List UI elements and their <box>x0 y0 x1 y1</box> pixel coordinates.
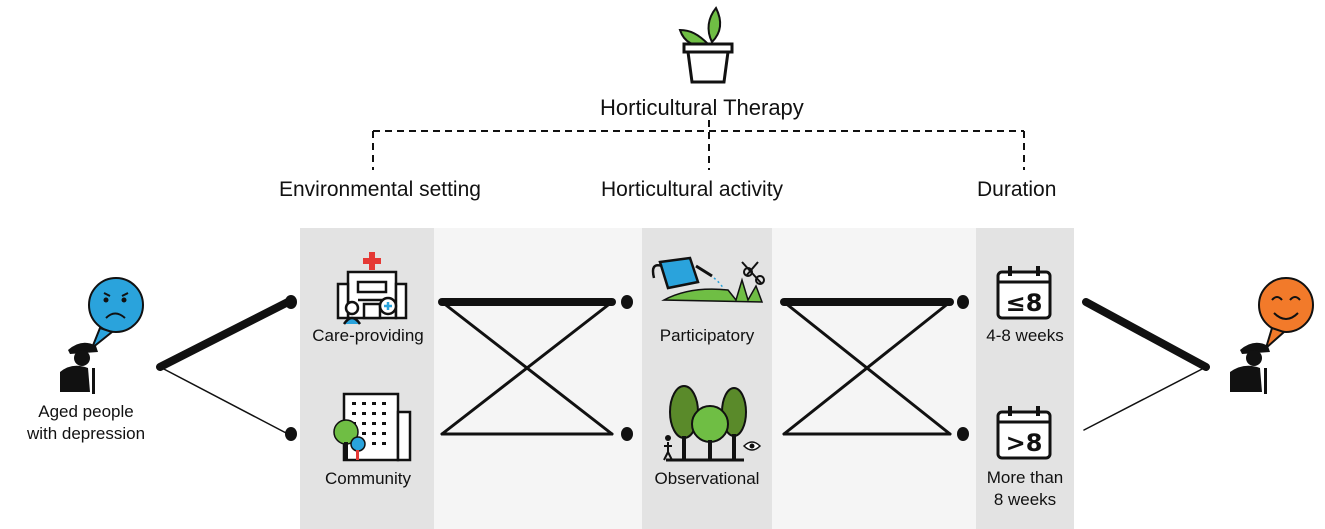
calendar-badge-lower: >8 <box>1006 429 1043 457</box>
dot-care-providing <box>285 295 297 309</box>
node-4-8-weeks: 4-8 weeks <box>986 326 1064 345</box>
node-more-than-8-line1: More than <box>986 468 1064 487</box>
category-environmental: Environmental setting <box>279 178 481 201</box>
calendar-badge-upper: ≤8 <box>1006 289 1043 317</box>
diagram-title: Horticultural Therapy <box>600 95 804 120</box>
calendar-icon: >8 <box>996 406 1052 460</box>
node-care-providing: Care-providing <box>312 326 424 345</box>
dot-observational <box>621 427 633 441</box>
hospital-icon <box>336 252 408 325</box>
dot-participatory <box>621 295 633 309</box>
happy-face-icon <box>1258 277 1314 333</box>
trees-icon <box>663 385 762 462</box>
left-elderly-person <box>60 277 144 394</box>
panel-gap-1 <box>434 228 642 529</box>
node-more-than-8-line2: 8 weeks <box>993 490 1057 509</box>
watering-can-icon <box>651 256 765 303</box>
left-person-label: Aged people with depression <box>6 401 166 445</box>
node-community: Community <box>325 469 411 488</box>
node-observational: Observational <box>654 469 760 488</box>
category-activity: Horticultural activity <box>601 178 784 201</box>
left-person-label-line1: Aged people <box>38 402 134 421</box>
category-duration: Duration <box>977 178 1057 201</box>
plant-pot-icon <box>678 6 734 84</box>
left-person-label-line2: with depression <box>26 424 146 443</box>
node-participatory: Participatory <box>659 326 755 345</box>
elderly-person-icon <box>60 342 98 394</box>
community-building-icon <box>333 392 412 462</box>
hierarchy-dashes <box>372 120 1025 170</box>
edges <box>156 298 1210 436</box>
dot-more-than-8 <box>957 427 969 441</box>
dot-community <box>285 427 297 441</box>
calendar-icon: ≤8 <box>996 266 1052 320</box>
node-more-than-8-weeks: More than 8 weeks <box>976 467 1074 511</box>
node-dots <box>285 295 969 441</box>
panel-gap-2 <box>772 228 976 529</box>
right-elderly-person <box>1230 277 1314 394</box>
elderly-person-icon <box>1230 342 1270 394</box>
dot-4-8-weeks <box>957 295 969 309</box>
sad-face-icon <box>88 277 144 333</box>
